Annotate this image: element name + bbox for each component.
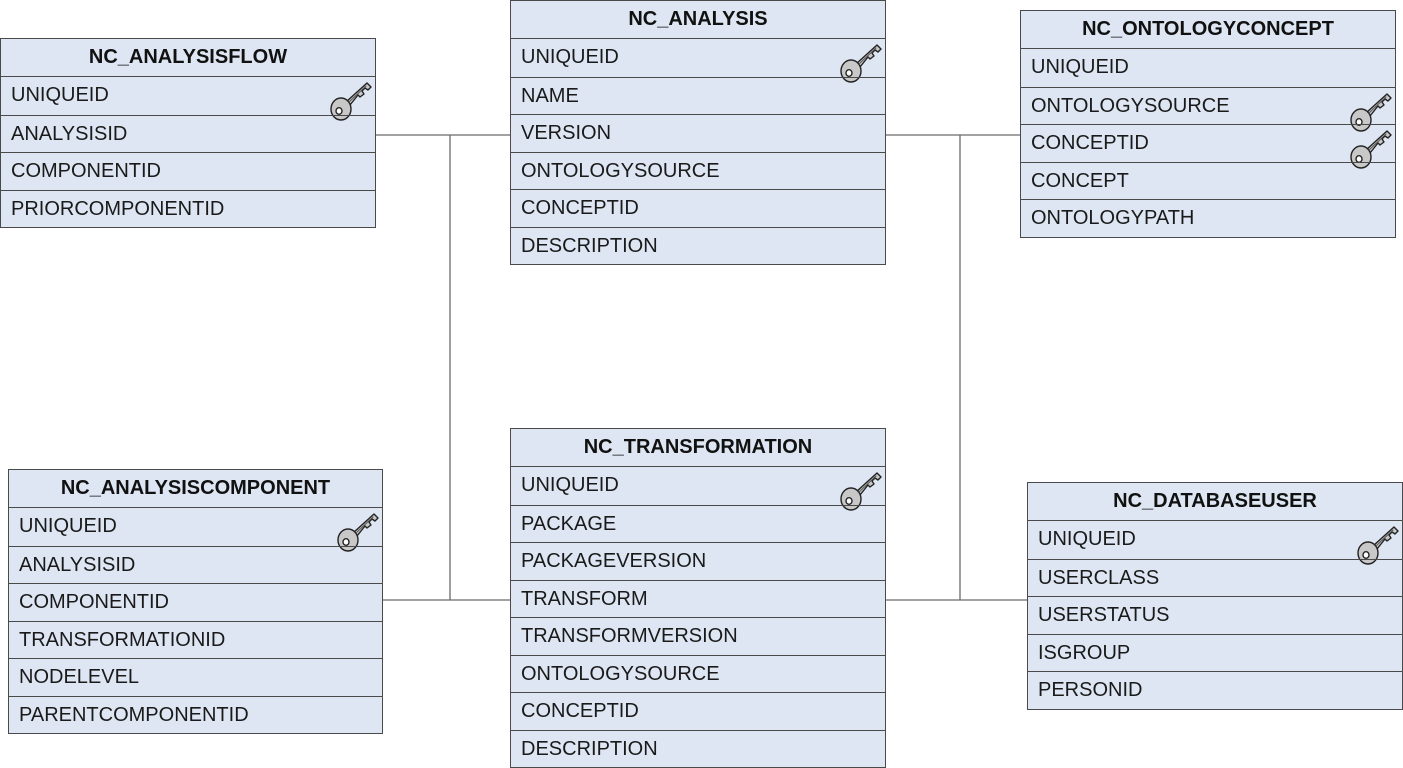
column-name: ONTOLOGYSOURCE [521,662,720,685]
column-row: ISGROUP [1028,633,1402,672]
table-title: NC_ANALYSIS [511,1,885,39]
column-row: UNIQUEID [1028,521,1402,565]
column-row: DESCRIPTION [511,729,885,768]
column-name: UNIQUEID [19,515,117,537]
column-row: ONTOLOGYSOURCE [511,151,885,190]
column-row: UNIQUEID [9,508,382,552]
column-name: NODELEVEL [19,666,140,688]
table-title: NC_DATABASEUSER [1028,483,1402,521]
column-name: UNIQUEID [11,84,109,106]
column-name: UNIQUEID [1038,528,1136,550]
column-name: DESCRIPTION [521,234,658,257]
column-row: USERCLASS [1028,558,1402,597]
column-name: UNIQUEID [521,46,619,68]
primary-key-icon [1350,130,1392,169]
column-row: ONTOLOGYPATH [1021,199,1395,237]
column-row: CONCEPTID [511,692,885,730]
column-name: USERCLASS [1038,566,1160,589]
column-name: ONTOLOGYPATH [1031,207,1195,229]
column-row: CONCEPTID [1021,124,1395,169]
column-row: UNIQUEID [1,77,375,121]
column-row: PACKAGEVERSION [511,542,885,580]
table-title: NC_ANALYSISFLOW [1,39,375,77]
column-row: TRANSFORMVERSION [511,617,885,655]
column-name: TRANSFORM [521,587,648,610]
column-name: ANALYSISID [19,553,136,576]
column-name: USERSTATUS [1038,604,1170,626]
column-row: DESCRIPTION [511,226,885,265]
table-title: NC_ANALYSISCOMPONENT [9,470,382,508]
column-name: PACKAGE [521,512,617,535]
column-name: COMPONENTID [11,160,161,182]
column-name: ONTOLOGYSOURCE [521,159,720,182]
table-nc-databaseuser: NC_DATABASEUSER UNIQUEID USERCLASS USERSTAT… [1027,482,1403,710]
table-nc-analysisflow: NC_ANALYSISFLOW UNIQUEID ANALYSISID COMPONE… [0,38,376,228]
column-row: NODELEVEL [9,658,382,696]
table-title: NC_ONTOLOGYCONCEPT [1021,11,1395,49]
column-name: ISGROUP [1038,641,1131,664]
column-name: ONTOLOGYSOURCE [1031,94,1230,117]
column-row: TRANSFORMATIONID [9,620,382,659]
column-row: UNIQUEID [1021,49,1395,87]
table-title: NC_TRANSFORMATION [511,429,885,467]
column-row: UNIQUEID [511,39,885,83]
column-name: CONCEPTID [1031,132,1149,154]
column-name: CONCEPT [1031,169,1129,192]
column-name: VERSION [521,122,612,144]
column-name: UNIQUEID [521,474,619,496]
column-name: PACKAGEVERSION [521,550,707,572]
table-nc-analysiscomponent: NC_ANALYSISCOMPONENT UNIQUEID ANALYSISID CO… [8,469,383,734]
column-row: USERSTATUS [1028,596,1402,634]
column-row: PARENTCOMPONENTID [9,695,382,734]
column-row: ONTOLOGYSOURCE [511,654,885,693]
column-name: DESCRIPTION [521,737,658,760]
column-row: PERSONID [1028,671,1402,709]
column-name: PERSONID [1038,679,1143,701]
column-row: UNIQUEID [511,467,885,511]
table-nc-ontologyconcept: NC_ONTOLOGYCONCEPT UNIQUEID ONTOLOGYSOURCE… [1020,10,1396,238]
column-name: PARENTCOMPONENTID [19,703,249,726]
column-name: ANALYSISID [11,122,128,145]
column-row: ANALYSISID [1,114,375,153]
column-row: TRANSFORM [511,579,885,618]
column-row: COMPONENTID [1,152,375,190]
column-row: NAME [511,76,885,115]
column-row: VERSION [511,114,885,152]
column-name: TRANSFORMVERSION [521,625,738,647]
primary-key-icon [1350,92,1392,132]
column-row: CONCEPT [1021,161,1395,200]
column-row: ANALYSISID [9,545,382,584]
column-name: TRANSFORMATIONID [19,628,226,651]
column-row: PACKAGE [511,504,885,543]
column-row: COMPONENTID [9,583,382,621]
table-nc-analysis: NC_ANALYSIS UNIQUEID NAME VERSION ONTOLOGYSO… [510,0,886,265]
column-name: CONCEPTID [521,700,639,722]
column-name: PRIORCOMPONENTID [11,197,225,220]
column-row: PRIORCOMPONENTID [1,189,375,228]
column-row: CONCEPTID [511,189,885,227]
column-name: COMPONENTID [19,591,169,613]
table-nc-transformation: NC_TRANSFORMATION UNIQUEID PACKAGE PACKAGEV… [510,428,886,768]
column-name: CONCEPTID [521,197,639,219]
column-row: ONTOLOGYSOURCE [1021,86,1395,132]
column-name: NAME [521,84,579,107]
column-name: UNIQUEID [1031,56,1129,78]
